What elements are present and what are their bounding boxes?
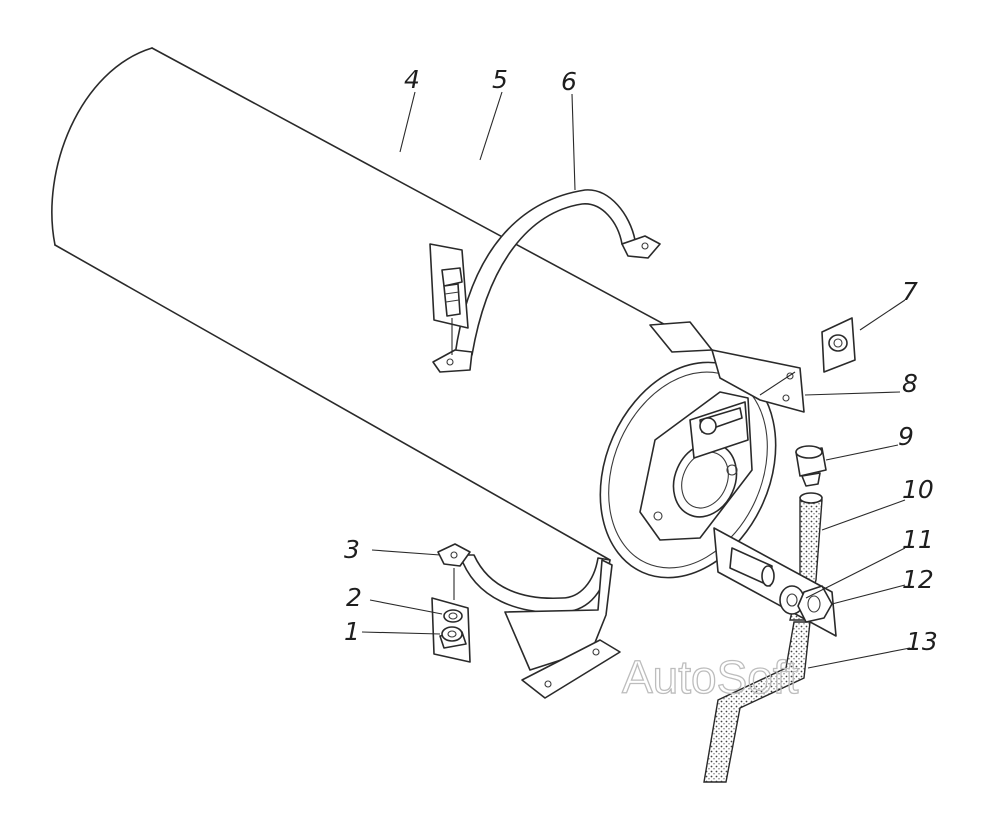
callout-9: 9 [898,422,914,451]
callout-4: 4 [404,65,420,94]
bolt-5-assembly [429,243,469,355]
callout-13: 13 [906,627,938,656]
callout-6: 6 [561,67,577,96]
nut-7-assembly [821,317,856,373]
callout-labels: 4 5 6 7 8 9 10 11 12 13 3 2 1 [344,65,938,656]
callout-8: 8 [902,369,918,398]
upper-clamp [432,189,661,373]
callout-10: 10 [902,475,934,504]
nut-1-assembly [431,597,471,663]
cylinder-body [51,47,777,579]
callout-7: 7 [902,277,918,306]
bracket-8 [689,349,805,459]
callout-12: 12 [902,565,934,594]
lower-clamp [437,543,621,699]
callout-5: 5 [492,65,508,94]
watermark: AutoSoft [622,651,799,703]
callout-11: 11 [902,525,934,554]
hose-assembly [703,445,837,783]
callout-1: 1 [344,617,360,646]
callout-3: 3 [344,535,360,564]
callout-2: 2 [346,583,362,612]
leader-lines [361,91,911,669]
